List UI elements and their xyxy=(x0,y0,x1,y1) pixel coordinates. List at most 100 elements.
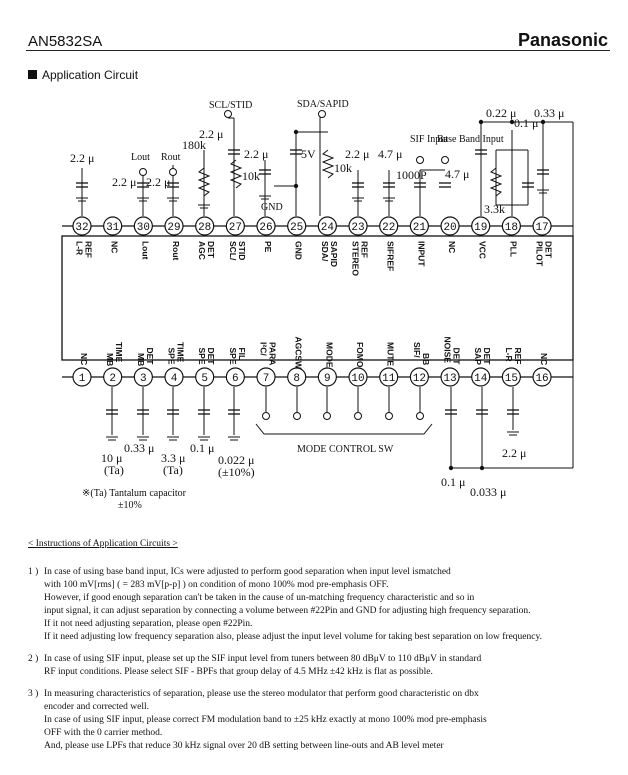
label-c22: 4.7 μ xyxy=(378,147,402,161)
pin-label: STID xyxy=(237,241,247,260)
pin-number: 30 xyxy=(137,222,150,234)
pin-circle xyxy=(72,367,92,387)
label-c2-ta: (Ta) xyxy=(104,463,124,477)
pin-number: 14 xyxy=(474,373,488,385)
pin-label: DET xyxy=(544,241,554,259)
label-c6-tol: (±10%) xyxy=(218,465,255,479)
pin-number: 21 xyxy=(413,222,427,234)
pin-label: GND xyxy=(294,241,304,260)
pin-label: INPUT xyxy=(416,241,426,267)
instruction-line: And, please use LPFs that reduce 30 kHz … xyxy=(44,741,444,751)
pin-label: MUTE xyxy=(386,342,396,366)
pin-circle xyxy=(195,367,215,387)
ground-symbols-top xyxy=(76,189,549,209)
terminal-scl xyxy=(224,110,232,118)
pin-number: 9 xyxy=(324,373,331,385)
pin-circle xyxy=(317,216,337,236)
pin-circle xyxy=(379,367,399,387)
note-tolerance: ±10% xyxy=(118,500,142,511)
pin-circle xyxy=(256,367,276,387)
pin-number: 5 xyxy=(201,373,208,385)
instruction-line: In case of using SIF input, please corre… xyxy=(44,715,487,725)
brand-logo: Panasonic xyxy=(517,30,608,50)
label-c19: 0.22 μ xyxy=(486,106,516,120)
pin-label: NC xyxy=(110,241,120,253)
pin-label: PE xyxy=(263,241,273,253)
pin-number: 11 xyxy=(382,373,396,385)
part-number: AN5832SA xyxy=(28,33,103,50)
instruction-line: encoder and corrected well. xyxy=(44,702,149,712)
pin-label: DET xyxy=(206,241,216,259)
label-c4-ta: (Ta) xyxy=(163,463,183,477)
pin-circle xyxy=(72,216,92,236)
pin-label: MB xyxy=(105,353,115,366)
pin-number: 28 xyxy=(198,222,211,234)
label-r18: 3.3k xyxy=(484,202,505,216)
pin-label: SIFREF xyxy=(386,241,396,271)
pin-label: L-R xyxy=(75,241,85,255)
label-sif-input: SIF Input xyxy=(410,134,448,145)
pin-circle xyxy=(225,216,245,236)
resistors xyxy=(197,149,503,197)
pin-label: PARA xyxy=(268,342,278,365)
terminals xyxy=(139,110,449,420)
pin-label: MB xyxy=(136,353,146,366)
pin-circle xyxy=(133,367,153,387)
pin-number: 31 xyxy=(106,222,120,234)
label-sda: SDA/SAPID xyxy=(297,99,349,110)
pin-number: 4 xyxy=(171,373,178,385)
pin-circle xyxy=(471,216,491,236)
pin-circle xyxy=(471,367,491,387)
pin-label: TIME xyxy=(114,342,124,363)
pin-circle xyxy=(317,367,337,387)
resistor-10k-24 xyxy=(321,149,335,179)
pin-label: TIME xyxy=(176,342,186,363)
label-c4: 3.3 μ xyxy=(161,451,185,465)
pin-label: NC xyxy=(447,241,457,253)
pin-circle xyxy=(287,216,307,236)
pin-label: STEREO xyxy=(351,241,361,276)
pin-number: 26 xyxy=(259,222,272,234)
terminal-sif xyxy=(416,156,424,164)
pin-label: DET xyxy=(206,348,216,366)
pin-label: DET xyxy=(452,348,462,366)
instructions-title: < Instructions of Application Circuits > xyxy=(28,539,178,549)
junction-dots xyxy=(293,119,546,471)
pin-number: 32 xyxy=(75,222,88,234)
pin-label: NC xyxy=(539,353,549,365)
capacitors-top xyxy=(76,149,549,188)
label-c3: 0.33 μ xyxy=(124,441,154,455)
label-scl: SCL/STID xyxy=(209,100,252,111)
pin-circle xyxy=(379,216,399,236)
pin-label: SPE xyxy=(167,348,177,365)
instruction-item: 3 ) In measuring characteristics of sepa… xyxy=(28,688,628,753)
resistor-10k-26 xyxy=(229,159,243,189)
pin-number: 10 xyxy=(351,373,364,385)
pin-number: 24 xyxy=(321,222,335,234)
pin-label: SPE xyxy=(228,348,238,365)
instruction-line: RF input conditions. Please select SIF -… xyxy=(44,667,433,677)
capacitors-bottom xyxy=(106,409,519,415)
pin-circle xyxy=(225,367,245,387)
pin-number: 3 xyxy=(140,373,147,385)
label-vr26: 10k xyxy=(242,169,260,183)
pin-circle xyxy=(103,367,123,387)
label-c13: 0.1 μ xyxy=(441,475,465,489)
label-c21: 1000P xyxy=(396,168,427,182)
label-5v: 5V xyxy=(301,147,316,161)
pin-number: 16 xyxy=(535,373,548,385)
pin-circle xyxy=(287,367,307,387)
pin-number: 18 xyxy=(505,222,518,234)
pin-number: 25 xyxy=(290,222,303,234)
pin-label: AGCSW xyxy=(294,337,304,371)
pin-label: Lout xyxy=(140,241,150,260)
terminal-sda xyxy=(318,110,326,118)
pin-number: 8 xyxy=(293,373,300,385)
pin-label: VCC xyxy=(478,241,488,259)
resistor-3-3k xyxy=(489,167,503,197)
pin-number: 20 xyxy=(443,222,456,234)
instruction-line: input signal, it can adjust separation b… xyxy=(44,606,531,616)
label-c5: 0.1 μ xyxy=(190,441,214,455)
